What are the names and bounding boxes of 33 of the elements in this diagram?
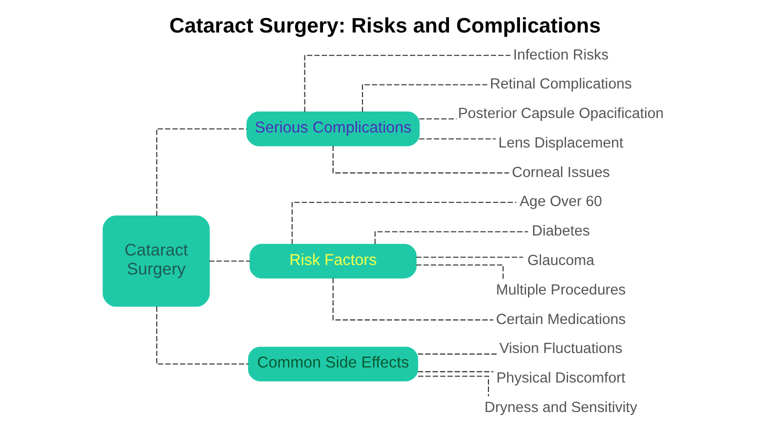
node-text: Age Over 60 bbox=[520, 194, 602, 210]
node-box: Common Side Effects bbox=[248, 346, 418, 382]
connector bbox=[419, 118, 457, 120]
node-box: Serious Complications bbox=[246, 112, 420, 146]
node-text: Multiple Procedures bbox=[496, 282, 626, 298]
connector bbox=[156, 128, 247, 216]
connector bbox=[418, 354, 497, 355]
connector bbox=[416, 264, 504, 279]
connector bbox=[292, 202, 516, 244]
connector bbox=[332, 146, 509, 174]
connector bbox=[304, 54, 510, 112]
connector bbox=[332, 278, 494, 320]
node-text: Glaucoma bbox=[527, 253, 594, 270]
node-box: Risk Factors bbox=[250, 244, 417, 278]
node-box: Cataract Surgery bbox=[102, 215, 210, 307]
node-text: Physical Discomfort bbox=[496, 370, 626, 387]
connector bbox=[416, 256, 524, 258]
connector bbox=[418, 371, 494, 372]
node-text: Infection Risks bbox=[513, 47, 609, 64]
node-text: Corneal Issues bbox=[512, 164, 610, 181]
node-text: Vision Fluctuations bbox=[499, 341, 622, 358]
node-text: Certain Medications bbox=[496, 312, 626, 328]
connector bbox=[418, 376, 489, 396]
connector bbox=[362, 84, 488, 112]
connector bbox=[419, 138, 496, 140]
node-text: Lens Displacement bbox=[498, 135, 624, 152]
connector bbox=[156, 306, 249, 365]
diagram-title: Cataract Surgery: Risks and Complications bbox=[169, 14, 601, 38]
connector bbox=[209, 260, 250, 262]
node-text: Dryness and Sensitivity bbox=[484, 400, 638, 416]
node-text: Posterior Capsule Opacification bbox=[458, 106, 664, 122]
node-text: Diabetes bbox=[532, 224, 590, 240]
node-text: Retinal Complications bbox=[490, 76, 632, 93]
